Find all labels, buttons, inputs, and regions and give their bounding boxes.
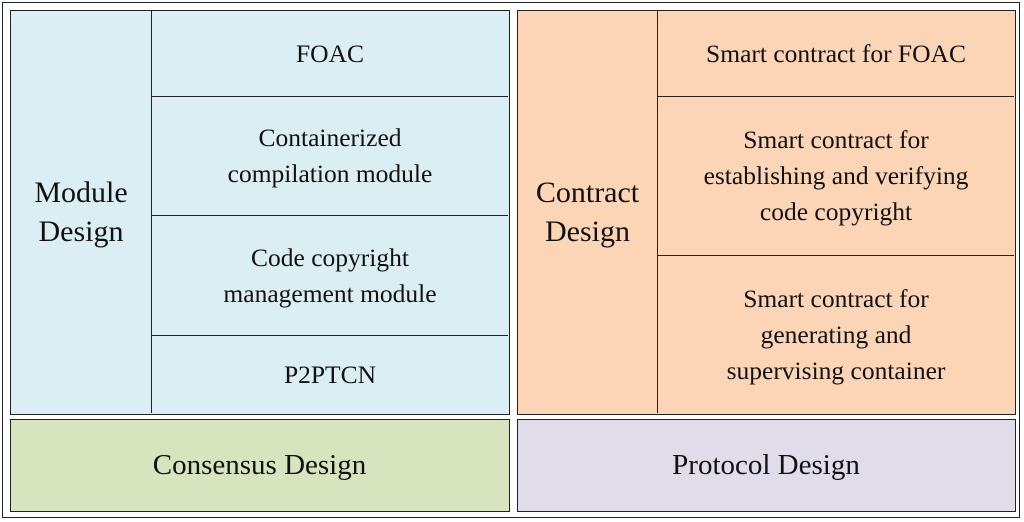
contract-item-smart-contract-foac: Smart contract for FOAC <box>658 11 1014 97</box>
module-design-title: Module Design <box>11 11 152 413</box>
protocol-design-label: Protocol Design <box>672 448 860 481</box>
consensus-design-label: Consensus Design <box>152 448 367 481</box>
module-item-foac: FOAC <box>152 11 508 97</box>
module-item-containerized-compilation: Containerized compilation module <box>152 97 508 216</box>
module-item-p2ptcn: P2PTCN <box>283 359 377 389</box>
contract-item-code-copyright: Smart contract for establishing and veri… <box>658 97 1014 256</box>
contract-design-panel: Contract Design Smart contract for FOAC … <box>517 10 1016 415</box>
module-item-code-copyright-management: Code copyright management module <box>152 216 508 336</box>
contract-item-container-supervision: Smart contract for generating and superv… <box>726 283 946 385</box>
protocol-design-box: Protocol Design <box>517 419 1016 512</box>
consensus-design-box: Consensus Design <box>10 419 510 512</box>
contract-design-title: Contract Design <box>518 11 658 413</box>
module-design-panel: Module Design FOAC Containerized compila… <box>10 10 510 415</box>
